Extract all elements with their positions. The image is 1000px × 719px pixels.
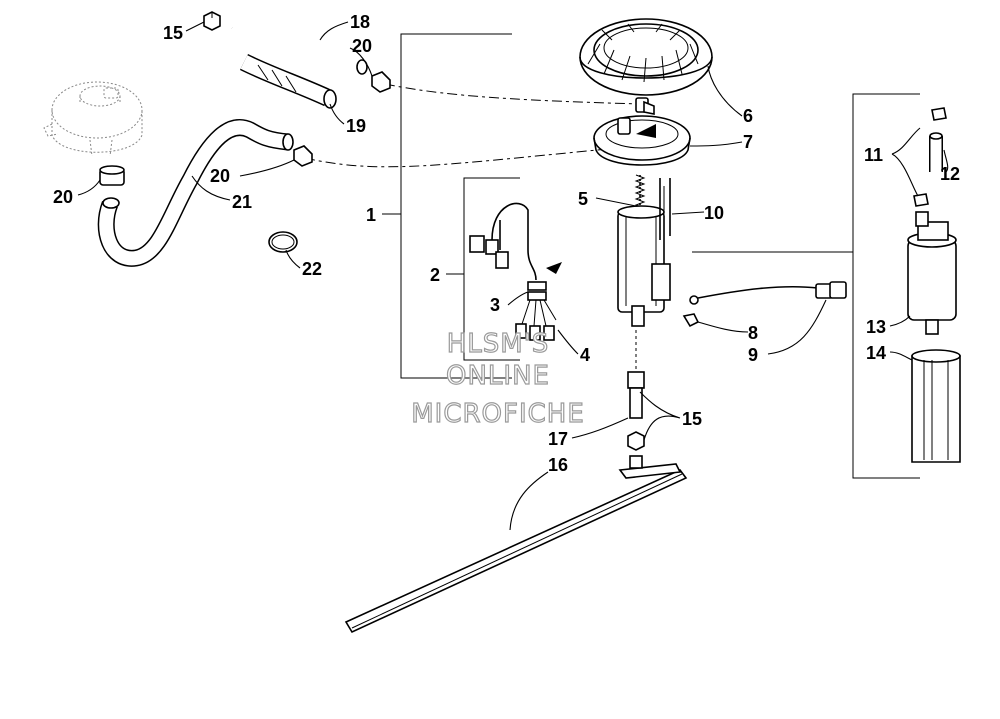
watermark: HLSM'S ONLINE MICROFICHE <box>411 328 585 429</box>
watermark-line-1: HLSM'S <box>447 329 550 359</box>
hose-19 <box>239 53 337 109</box>
pump-flange-7 <box>593 97 691 166</box>
lock-ring-6 <box>579 18 713 96</box>
routing-line-upper <box>384 83 641 105</box>
bracket-16 <box>344 455 688 634</box>
callout-17: 17 <box>548 429 568 449</box>
callout-7: 7 <box>743 132 753 152</box>
callout-22: 22 <box>302 259 322 279</box>
clamp-22 <box>268 231 298 253</box>
callout-6: 6 <box>743 106 753 126</box>
callout-14: 14 <box>866 343 886 363</box>
pump-sleeve-14 <box>911 349 961 463</box>
callout-12: 12 <box>940 164 960 184</box>
sender-8 <box>682 295 700 328</box>
ferrule-20-left <box>99 165 125 186</box>
callout-9: 9 <box>748 345 758 365</box>
hose-18 <box>230 22 368 75</box>
callout-13: 13 <box>866 317 886 337</box>
terminals-4 <box>515 299 557 341</box>
callout-16: 16 <box>548 455 568 475</box>
leader-lines <box>77 21 949 531</box>
callouts: 15 18 20 19 20 20 21 22 1 2 3 4 5 6 7 10… <box>53 12 960 475</box>
callout-2: 2 <box>430 265 440 285</box>
callout-21: 21 <box>232 192 252 212</box>
callout-15-top: 15 <box>163 23 183 43</box>
callout-20-left: 20 <box>53 187 73 207</box>
watermark-line-3: MICROFICHE <box>411 399 585 429</box>
fuel-filter-ghost <box>43 81 143 157</box>
wire-harness-9 <box>697 281 847 299</box>
callout-18: 18 <box>350 12 370 32</box>
hose-21 <box>97 119 294 267</box>
callout-20-upper: 20 <box>352 36 372 56</box>
pump-module-10 <box>617 174 671 327</box>
watermark-line-2: ONLINE <box>446 361 550 391</box>
filter-17 <box>627 330 645 419</box>
nut-15-center <box>627 431 645 451</box>
hose-12 <box>929 132 943 172</box>
bracket-harness-2 <box>446 177 520 361</box>
callout-10: 10 <box>704 203 724 223</box>
clamp-11-lower <box>913 193 929 207</box>
bracket-assembly-1 <box>382 33 512 379</box>
ferrule-20-middle <box>293 145 313 167</box>
callout-11: 11 <box>864 145 883 165</box>
callout-15-center: 15 <box>682 409 702 429</box>
clamp-11-upper <box>931 107 947 121</box>
callout-5: 5 <box>578 189 588 209</box>
callout-20-middle: 20 <box>210 166 230 186</box>
ferrule-20-upper <box>371 71 391 93</box>
callout-4: 4 <box>580 345 590 365</box>
connector-harness-2 <box>469 202 562 341</box>
routing-line-lower <box>304 147 619 168</box>
callout-1: 1 <box>366 205 376 225</box>
fuel-pump-13 <box>907 211 957 335</box>
grommet-3 <box>527 281 547 301</box>
callout-8: 8 <box>748 323 758 343</box>
callout-19: 19 <box>346 116 366 136</box>
bracket-pump-kit <box>692 93 920 479</box>
nut-15-top <box>203 11 221 31</box>
callout-3: 3 <box>490 295 500 315</box>
